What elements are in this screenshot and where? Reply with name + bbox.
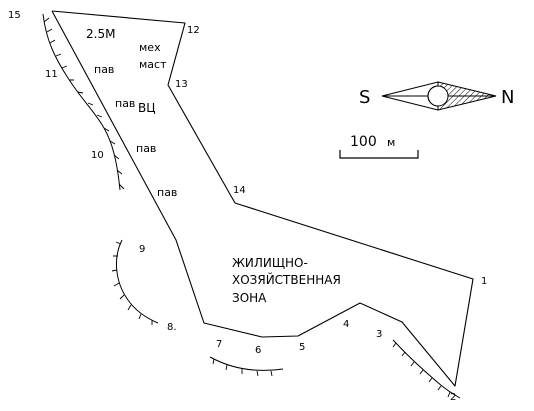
vertex-label-4: 4 [343, 319, 349, 330]
vertex-label-12: 12 [187, 25, 200, 36]
vertex-label-3: 3 [376, 329, 382, 340]
pavilion-label-1: пав [94, 63, 114, 76]
vertex-label-15: 15 [8, 10, 21, 21]
vertex-label-14: 14 [233, 185, 246, 196]
mech-workshop-label-line2: маст [139, 58, 167, 71]
vertex-label-1: 1 [481, 276, 487, 287]
compass-north-label: N [501, 87, 514, 108]
scale-bar [339, 150, 419, 159]
vertex-label-11: 11 [45, 69, 58, 80]
vertex-label-7: 7 [216, 339, 222, 350]
vertex-label-13: 13 [175, 79, 188, 90]
computing-center-label: ВЦ [138, 101, 156, 115]
slope-bottom-arc [209, 356, 284, 377]
vertex-label-9: 9 [139, 244, 145, 255]
vertex-label-8: 8. [167, 322, 177, 333]
slope-bottom-right [392, 339, 461, 399]
vertex-label-6: 6 [255, 345, 261, 356]
scale-value: 100 [350, 134, 377, 150]
slope-left-arc [111, 239, 159, 325]
zone-label-line2: ХОЗЯЙСТВЕННАЯ [232, 272, 341, 287]
pavilion-label-2: пав [115, 97, 135, 110]
height-label: 2.5М [86, 27, 115, 41]
vertex-label-5: 5 [299, 342, 305, 353]
compass-icon [381, 81, 497, 111]
vertex-label-10: 10 [91, 150, 104, 161]
site-boundary [51, 10, 474, 387]
mech-workshop-label-line1: мех [139, 41, 161, 54]
pavilion-label-4: пав [157, 186, 177, 199]
vertex-label-2: 2 [450, 392, 456, 403]
zone-label-line1: ЖИЛИЩНО- [232, 256, 308, 270]
scale-unit: м [387, 136, 395, 149]
slope-upper-left [42, 13, 125, 191]
compass-south-label: S [359, 87, 370, 108]
zone-label-line3: ЗОНА [232, 291, 267, 305]
pavilion-label-3: пав [136, 142, 156, 155]
